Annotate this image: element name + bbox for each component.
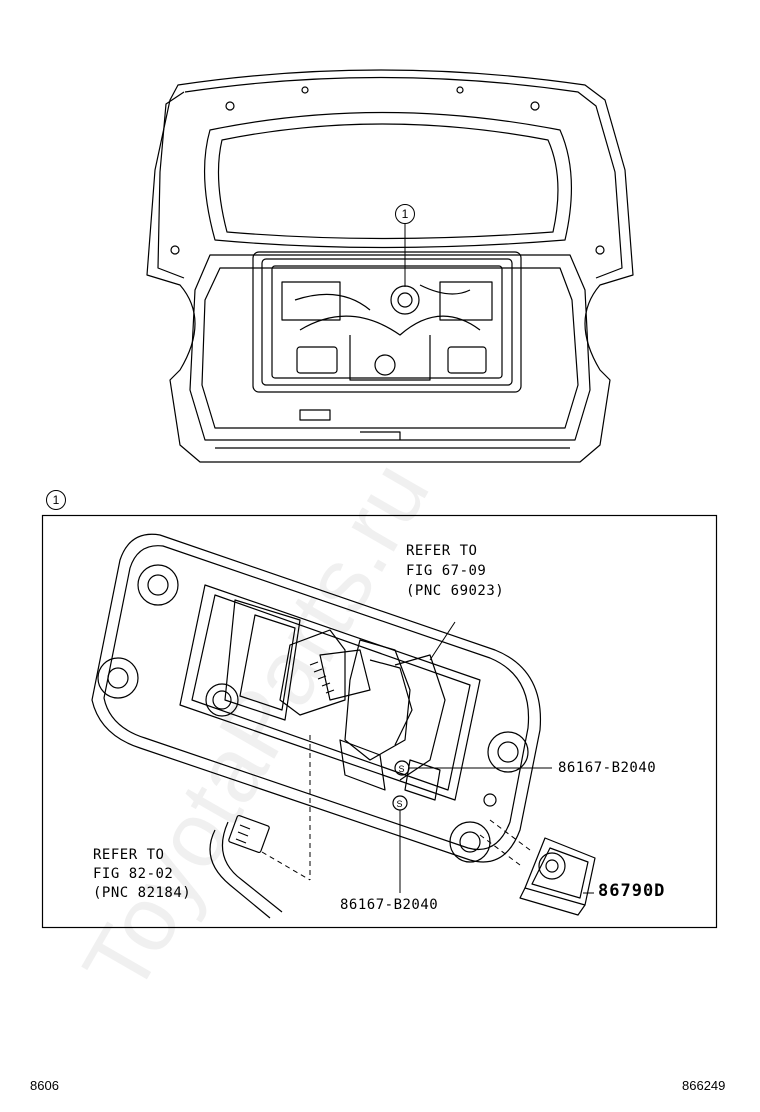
part-number-screw-lower: 86167-B2040 bbox=[340, 897, 439, 913]
back-door-panel-drawing bbox=[146, 69, 634, 463]
callout-marker-top: 1 bbox=[395, 204, 415, 224]
svg-text:S: S bbox=[397, 799, 403, 809]
part-number-screw-upper: 86167-B2040 bbox=[558, 760, 657, 776]
refer-note-left-line2: FIG 82-02 bbox=[93, 866, 174, 882]
detail-frame bbox=[41, 514, 718, 929]
refer-note-left-line3: (PNC 82184) bbox=[93, 885, 192, 901]
callout-marker-detail: 1 bbox=[46, 490, 66, 510]
refer-note-top-line3: (PNC 69023) bbox=[406, 583, 505, 599]
footer-right-code: 866249 bbox=[682, 1078, 726, 1093]
refer-note-top-line1: REFER TO bbox=[406, 543, 478, 559]
part-number-camera: 86790D bbox=[598, 881, 666, 901]
footer-left-code: 8606 bbox=[30, 1078, 59, 1093]
svg-text:S: S bbox=[399, 764, 405, 774]
refer-note-top-line2: FIG 67-09 bbox=[406, 563, 487, 579]
refer-note-left-line1: REFER TO bbox=[93, 847, 165, 863]
